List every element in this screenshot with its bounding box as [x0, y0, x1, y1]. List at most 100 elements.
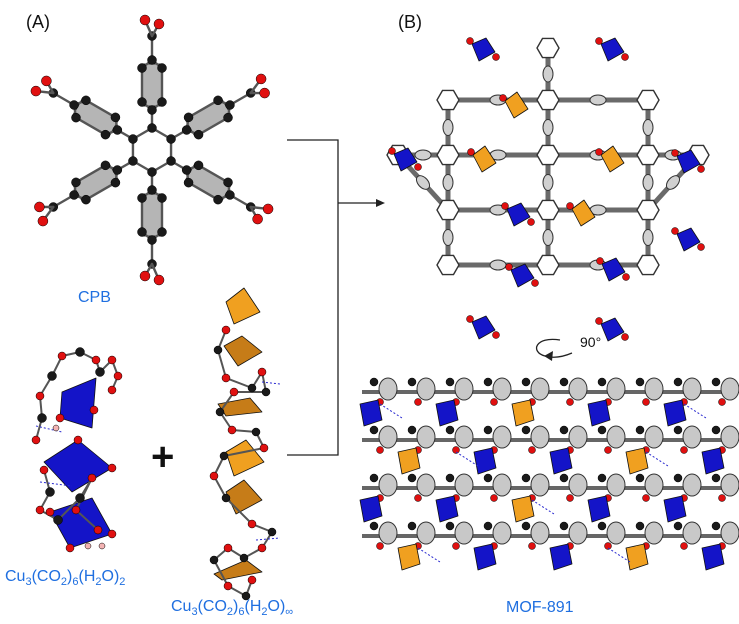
phenyl-ring — [606, 521, 626, 545]
phenyl-ring — [492, 473, 512, 497]
bond — [84, 99, 117, 119]
carbon-atom — [597, 521, 607, 531]
carbon-atom — [193, 160, 204, 171]
phenyl-ring — [416, 377, 436, 401]
carbon-atom — [137, 97, 147, 107]
oxygen-atom — [209, 471, 219, 481]
carbon-atom — [521, 377, 531, 387]
formula-sub: 3 — [25, 576, 32, 589]
oxygen-atom — [414, 398, 422, 406]
carbon-atom — [147, 123, 157, 133]
cu-polyhedron-blue — [701, 447, 725, 475]
bond — [223, 447, 265, 457]
cu-polyhedron-blue — [473, 543, 497, 571]
carbon-atom — [239, 553, 249, 563]
dimer-formula: Cu3(CO2)6(H2O)2 — [5, 568, 125, 588]
phenyl-ring — [644, 377, 664, 401]
central-ring — [536, 254, 560, 276]
oxygen-atom — [35, 391, 45, 401]
cu-polyhedron-orange — [504, 91, 529, 119]
oxygen-atom — [221, 325, 231, 335]
bracket-line — [287, 139, 339, 456]
cu-polyhedron-blue — [549, 447, 573, 475]
oxygen-atom — [223, 581, 233, 591]
formula-sub: ∞ — [285, 606, 294, 619]
oxygen-atom — [91, 355, 101, 365]
oxygen-atom — [595, 37, 603, 45]
formula-part: Cu — [5, 568, 26, 585]
bond — [187, 99, 220, 119]
oxygen-atom — [107, 385, 117, 395]
carbon-atom — [137, 227, 147, 237]
oxygen-atom — [621, 333, 629, 341]
hydrogen-bond — [683, 403, 707, 419]
phenyl-ring — [606, 473, 626, 497]
phenyl-ring — [442, 229, 454, 246]
carbon-atom — [407, 473, 417, 483]
phenyl-ring — [682, 521, 702, 545]
cu-polyhedron-blue — [676, 149, 701, 174]
formula-sub: 3 — [191, 606, 198, 619]
cu-polyhedron-blue — [663, 399, 687, 427]
carbon-atom — [597, 425, 607, 435]
carbon-atom — [47, 371, 57, 381]
oxygen-atom — [107, 463, 117, 473]
carbon-atom — [711, 473, 721, 483]
oxygen-atom — [30, 85, 42, 97]
bond — [75, 509, 99, 531]
hydrogen-bond — [645, 451, 669, 467]
oxygen-atom — [139, 14, 151, 26]
oxygen-atom — [113, 371, 123, 381]
phenyl-ring — [682, 377, 702, 401]
carbon-atom — [157, 227, 167, 237]
carbon-atom — [559, 425, 569, 435]
carbon-atom — [71, 177, 81, 188]
cu-polyhedron-blue — [435, 399, 459, 427]
bond — [75, 477, 93, 511]
phenyl-ring — [606, 377, 626, 401]
formula-sub: 6 — [238, 606, 245, 619]
cu-polyhedron-orange — [625, 543, 649, 571]
formula-sub: 2 — [261, 606, 268, 619]
phenyl-ring — [568, 425, 588, 449]
carbon-atom — [369, 425, 379, 435]
cu-polyhedron-blue — [471, 37, 496, 62]
oxygen-atom — [595, 148, 603, 156]
formula-part: O) — [101, 568, 120, 585]
phenyl-ring — [530, 425, 550, 449]
oxygen-atom — [466, 315, 474, 323]
oxygen-atom — [680, 542, 688, 550]
cu-polyhedron-blue — [663, 495, 687, 523]
oxygen-atom — [452, 446, 460, 454]
carbon-atom — [241, 591, 251, 601]
cu-polyhedron-blue — [359, 495, 383, 523]
oxygen-atom — [499, 94, 507, 102]
carbon-atom — [69, 100, 79, 110]
oxygen-atom — [697, 165, 705, 173]
oxygen-atom — [139, 270, 151, 282]
carbon-atom — [483, 425, 493, 435]
carbon-atom — [635, 473, 645, 483]
formula-part: O) — [267, 598, 286, 615]
oxygen-atom — [414, 494, 422, 502]
phenyl-ring — [665, 175, 681, 190]
carbon-atom — [223, 112, 233, 123]
carbon-atom — [711, 521, 721, 531]
cu-polyhedron-blue — [473, 447, 497, 475]
phenyl-ring — [416, 425, 436, 449]
oxygen-atom — [642, 398, 650, 406]
cu-polyhedron-orange — [511, 399, 535, 427]
carbon-atom — [100, 129, 111, 140]
carbon-atom — [112, 125, 123, 135]
carbon-atom — [128, 156, 138, 166]
plus-sign: + — [151, 435, 175, 479]
central-ring — [536, 37, 560, 59]
panel-label-a: (A) — [26, 12, 50, 32]
carbon-atom — [483, 521, 493, 531]
carbon-atom — [75, 347, 85, 357]
carbon-atom — [213, 95, 223, 106]
oxygen-atom — [414, 163, 422, 171]
phenyl-ring — [416, 473, 436, 497]
carbon-atom — [673, 425, 683, 435]
